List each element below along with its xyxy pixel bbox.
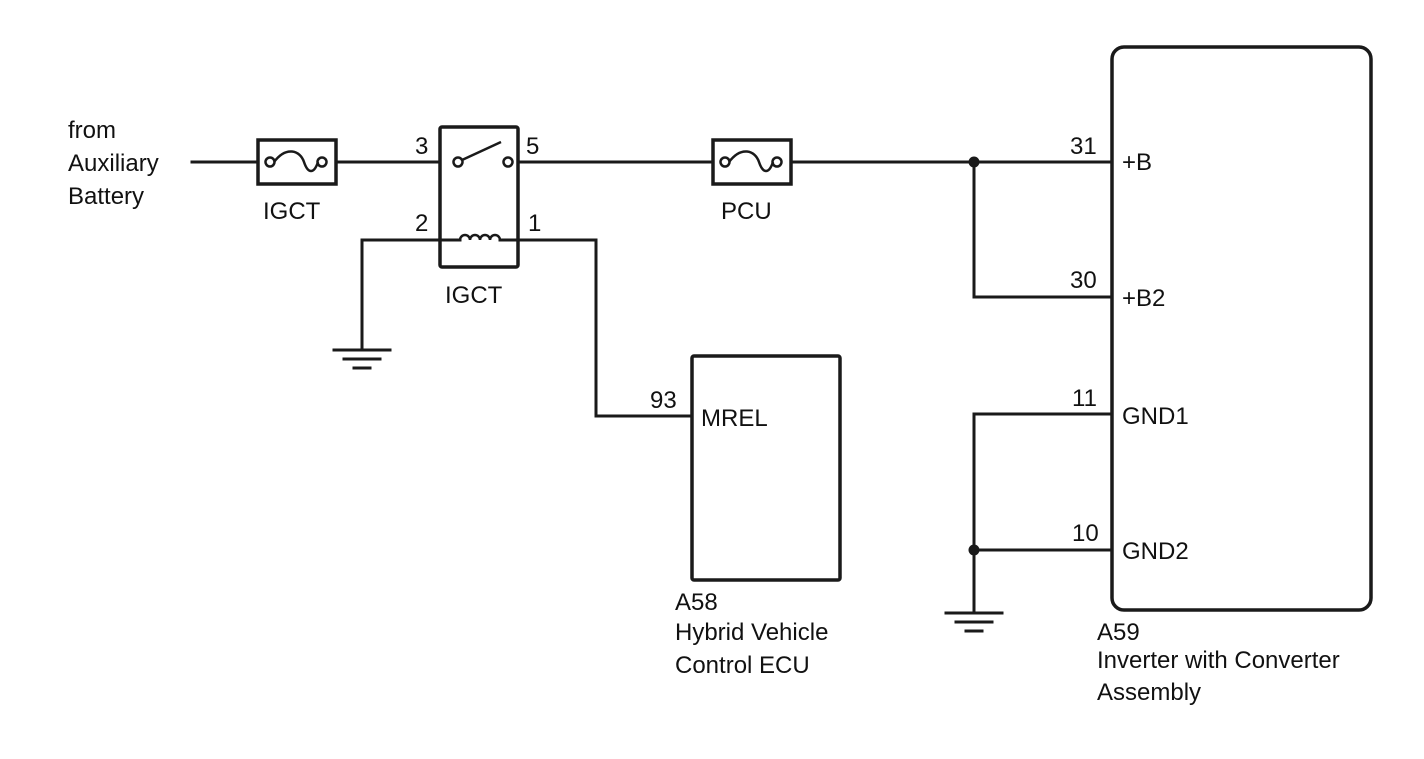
relay-pin-3: 3 bbox=[415, 133, 428, 160]
inverter-name-line: Assembly bbox=[1097, 679, 1201, 706]
inverter-pin-30: 30 bbox=[1070, 267, 1097, 294]
inverter-terminal-b: +B bbox=[1122, 149, 1152, 176]
wire-splice-to-b2 bbox=[972, 160, 1114, 299]
ground-symbol-relay bbox=[332, 348, 392, 370]
inverter-a59-box bbox=[1110, 45, 1373, 612]
fuse-igct bbox=[256, 138, 338, 186]
inverter-pin-10: 10 bbox=[1072, 520, 1099, 547]
ecu-terminal-mrel: MREL bbox=[701, 405, 768, 432]
fuse-igct-label: IGCT bbox=[263, 198, 321, 225]
ecu-a58-box bbox=[690, 354, 842, 582]
ecu-a58-caption: A58 Hybrid Vehicle Control ECU bbox=[675, 589, 835, 679]
ecu-connector-id: A58 bbox=[675, 589, 718, 616]
wire-relay-coil-to-mrel bbox=[506, 238, 694, 418]
splice-dot-b bbox=[968, 156, 980, 168]
relay-pin-1: 1 bbox=[528, 210, 541, 237]
inverter-terminal-gnd2: GND2 bbox=[1122, 538, 1189, 565]
relay-igct-label: IGCT bbox=[445, 282, 503, 309]
relay-pin-2: 2 bbox=[415, 210, 428, 237]
inverter-connector-id: A59 bbox=[1097, 619, 1140, 646]
splice-dot-gnd bbox=[968, 544, 980, 556]
source-line: from bbox=[68, 117, 116, 144]
ecu-name-line: Control ECU bbox=[675, 652, 810, 679]
ground-symbol-inverter bbox=[944, 611, 1004, 633]
wire-relay-coil-to-ground bbox=[360, 238, 460, 350]
wire-gnd1-to-ground bbox=[972, 412, 1114, 614]
inverter-terminal-b2: +B2 bbox=[1122, 285, 1165, 312]
wires bbox=[190, 160, 1114, 614]
fuse-pcu-label: PCU bbox=[721, 198, 772, 225]
source-label: from Auxiliary Battery bbox=[68, 117, 165, 210]
fuse-pcu bbox=[711, 138, 793, 186]
inverter-a59-caption: A59 Inverter with Converter Assembly bbox=[1097, 619, 1346, 706]
inverter-pin-31: 31 bbox=[1070, 133, 1097, 160]
inverter-terminal-gnd1: GND1 bbox=[1122, 403, 1189, 430]
ecu-pin-93: 93 bbox=[650, 387, 677, 414]
ecu-name-line: Hybrid Vehicle bbox=[675, 619, 828, 646]
inverter-pin-11: 11 bbox=[1072, 385, 1097, 412]
inverter-name-line: Inverter with Converter bbox=[1097, 647, 1340, 674]
source-line: Battery bbox=[68, 183, 144, 210]
source-line: Auxiliary bbox=[68, 150, 159, 177]
relay-igct bbox=[438, 125, 520, 269]
relay-pin-5: 5 bbox=[526, 133, 539, 160]
